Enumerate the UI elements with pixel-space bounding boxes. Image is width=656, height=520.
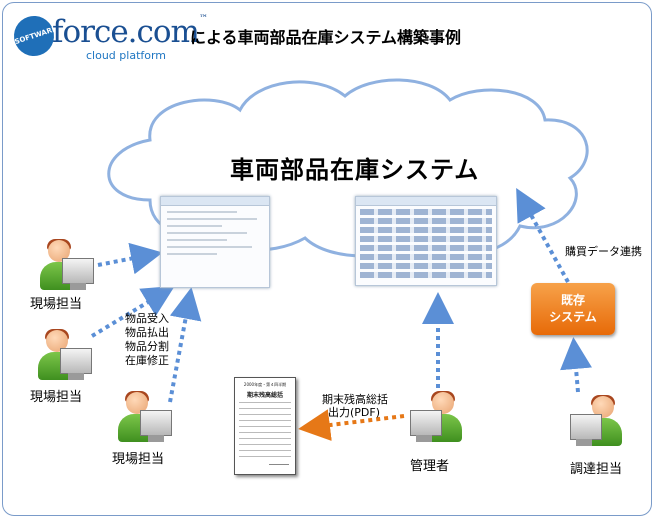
action-item: 物品受入 (125, 312, 169, 325)
diagram-title: による車両部品在庫システム構築事例 (190, 28, 462, 47)
procurement-staff-label: 調達担当 (570, 462, 623, 477)
field-actions-list: 物品受入 物品払出 物品分割 在庫修正 (125, 312, 169, 368)
manager-label: 管理者 (410, 459, 450, 474)
arrow-procurement (560, 337, 592, 393)
logo-subtitle: cloud platform (86, 49, 167, 62)
field-staff-3-icon (118, 391, 176, 444)
purchase-data-link-label: 購買データ連携 (565, 245, 642, 258)
field-staff-2-icon (38, 329, 96, 382)
procurement-staff-icon (566, 395, 624, 448)
arrow-field1 (97, 242, 163, 275)
field-staff-1-label: 現場担当 (30, 297, 83, 312)
arrow-legacy-to-cloud (516, 187, 570, 283)
cloud-system-title: 車両部品在庫システム (230, 156, 480, 184)
manager-icon (406, 391, 464, 444)
arrow-field2 (90, 285, 175, 338)
list-screenshot (355, 196, 497, 286)
field-staff-2-label: 現場担当 (30, 390, 83, 405)
force-logo: SOFTWARE force.com™ cloud platform (8, 10, 208, 66)
action-item: 物品払出 (125, 326, 169, 339)
pdf-report-document: 2000年度・第４四半期 期末残高総括 (234, 377, 296, 475)
arrow-report (298, 409, 405, 441)
legacy-system-box: 既存 システム (531, 283, 615, 335)
form-screenshot (160, 196, 270, 288)
field-staff-3-label: 現場担当 (112, 452, 165, 467)
arrow-field3 (168, 287, 202, 403)
action-item: 在庫修正 (125, 354, 169, 367)
logo-wordmark: force.com™ (52, 14, 208, 50)
report-output-label: 期末残高総括 出力(PDF) (322, 393, 388, 419)
field-staff-1-icon (40, 239, 98, 292)
action-item: 物品分割 (125, 340, 169, 353)
